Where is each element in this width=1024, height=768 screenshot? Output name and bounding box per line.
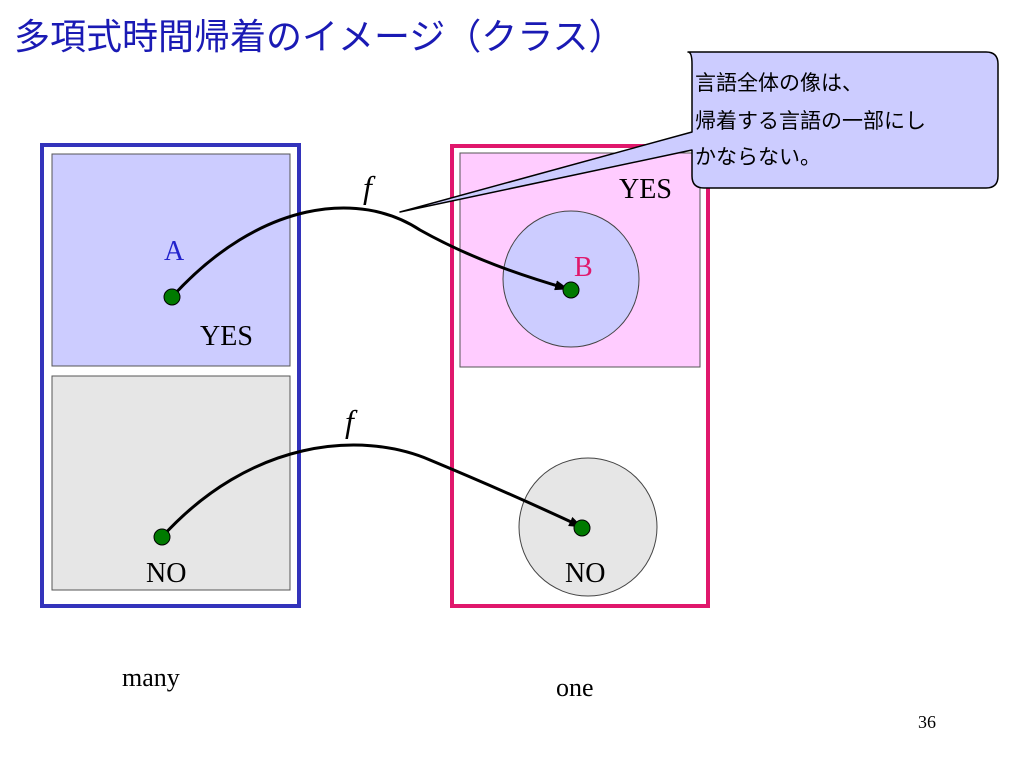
left-caption: many [122, 663, 180, 692]
lower-reduction-arrow [160, 443, 583, 539]
point-b-label: B [574, 252, 593, 283]
slide-title: 多項式時間帰着のイメージ（クラス） [14, 17, 625, 58]
image-yes-circle [502, 210, 640, 348]
point-no-right [573, 519, 591, 537]
point-no-left [153, 528, 171, 546]
left-yes-label: YES [200, 321, 253, 352]
left-no-label: NO [146, 558, 186, 589]
page-number: 36 [918, 712, 936, 732]
upper-function-label: f [363, 169, 376, 205]
right-no-label: NO [565, 558, 605, 589]
callout-line-2: 帰着する言語の一部にし [695, 109, 926, 133]
left-set: YES NO A [40, 143, 301, 608]
right-set-border [450, 144, 710, 608]
callout-line-3: かならない。 [695, 145, 821, 169]
right-set: YES NO B [450, 144, 710, 608]
point-b [562, 281, 580, 299]
callout-shape [399, 51, 999, 213]
callout-balloon: 言語全体の像は、 帰着する言語の一部にし かならない。 [399, 51, 999, 213]
left-yes-region [51, 153, 291, 367]
left-set-border [40, 143, 301, 608]
point-a [163, 288, 181, 306]
point-a-label: A [164, 236, 185, 267]
right-caption: one [556, 673, 594, 702]
left-no-region [51, 375, 291, 591]
callout-line-1: 言語全体の像は、 [695, 71, 863, 95]
upper-reduction-arrow [170, 206, 569, 299]
lower-function-label: f [345, 403, 358, 439]
right-yes-label: YES [619, 174, 672, 205]
